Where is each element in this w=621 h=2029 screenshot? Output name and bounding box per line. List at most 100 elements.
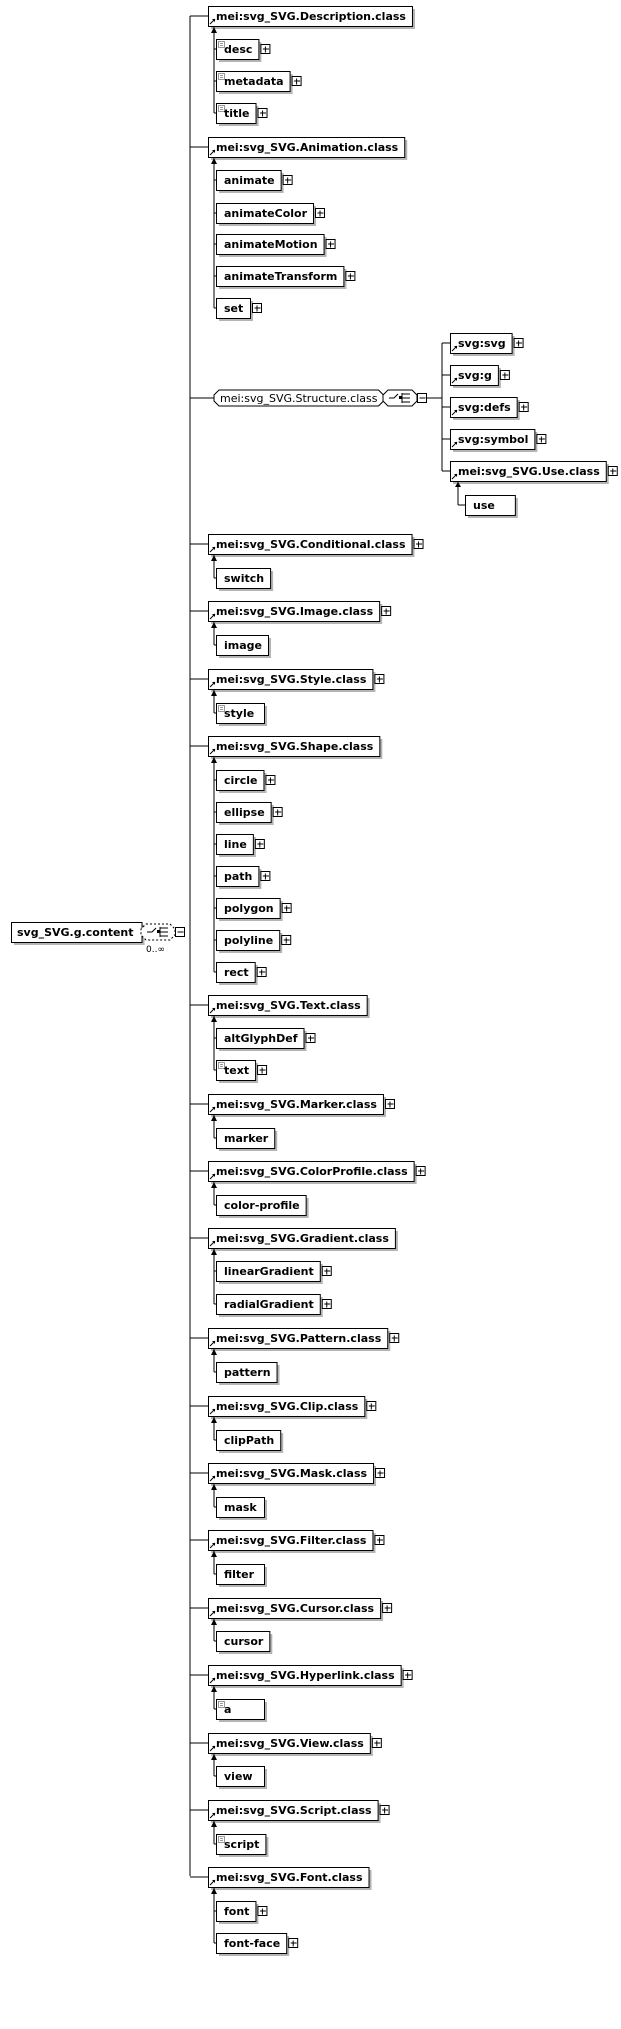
element-use-class-expand-button[interactable] [607, 466, 618, 476]
group-hyperlink-class-expand-button[interactable] [402, 1670, 413, 1680]
group-hyperlink-class[interactable]: mei:svg_SVG.Hyperlink.class [208, 1665, 404, 1689]
element-ellipse[interactable]: ellipse [216, 802, 274, 826]
element-polyline-expand-button[interactable] [281, 935, 292, 945]
element-circle[interactable]: circle [216, 770, 267, 794]
element-animatemotion[interactable]: animateMotion [216, 234, 327, 258]
group-animation-class[interactable]: mei:svg_SVG.Animation.class [208, 137, 408, 161]
element-rect-expand-button[interactable] [256, 967, 267, 977]
group-image-class-expand-button[interactable] [381, 606, 392, 616]
element-marker[interactable]: marker [216, 1128, 278, 1152]
element-svg-svg-expand-button[interactable] [513, 338, 524, 348]
element-text[interactable]: text [216, 1060, 259, 1084]
element-radialgradient[interactable]: radialGradient [216, 1294, 323, 1318]
structure-choice-collapse-button[interactable] [417, 393, 427, 403]
group-script-class-expand-button[interactable] [379, 1805, 390, 1815]
group-pattern-class[interactable]: mei:svg_SVG.Pattern.class [208, 1328, 391, 1352]
element-style[interactable]: style [216, 703, 268, 727]
element-cursor[interactable]: cursor [216, 1631, 273, 1655]
element-animate[interactable]: animate [216, 170, 284, 194]
element-svg-g[interactable]: svg:g [450, 365, 501, 389]
group-style-class-expand-button[interactable] [374, 674, 385, 684]
element-font-face[interactable]: font-face [216, 1933, 290, 1957]
element-image[interactable]: image [216, 635, 272, 659]
element-metadata-expand-button[interactable] [291, 76, 302, 86]
element-font[interactable]: font [216, 1901, 259, 1925]
element-set-expand-button[interactable] [252, 303, 262, 313]
group-marker-class[interactable]: mei:svg_SVG.Marker.class [208, 1094, 386, 1118]
element-polyline[interactable]: polyline [216, 930, 283, 954]
group-pattern-class-expand-button[interactable] [389, 1333, 400, 1343]
element-svg-symbol[interactable]: svg:symbol [450, 429, 538, 453]
element-clippath[interactable]: clipPath [216, 1430, 284, 1454]
element-metadata[interactable]: metadata [216, 71, 293, 95]
group-view-class-expand-button[interactable] [371, 1738, 382, 1748]
group-cursor-class[interactable]: mei:svg_SVG.Cursor.class [208, 1598, 384, 1622]
element-path-expand-button[interactable] [260, 871, 271, 881]
element-text-expand-button[interactable] [257, 1065, 268, 1075]
group-image-class[interactable]: mei:svg_SVG.Image.class [208, 601, 383, 625]
element-animatetransform-expand-button[interactable] [345, 271, 356, 281]
group-gradient-class[interactable]: mei:svg_SVG.Gradient.class [208, 1228, 398, 1252]
element-a[interactable]: a [216, 1699, 268, 1723]
element-view[interactable]: view [216, 1766, 268, 1790]
group-mask-class-expand-button[interactable] [375, 1468, 386, 1478]
group-colorprofile-class[interactable]: mei:svg_SVG.ColorProfile.class [208, 1161, 417, 1185]
element-desc-expand-button[interactable] [260, 44, 271, 54]
element-font-expand-button[interactable] [257, 1906, 268, 1916]
element-radialgradient-expand-button[interactable] [321, 1299, 332, 1309]
element-switch[interactable]: switch [216, 568, 274, 592]
element-animatetransform[interactable]: animateTransform [216, 266, 347, 290]
root-element[interactable]: svg_SVG.g.content [11, 922, 145, 946]
element-animate-expand-button[interactable] [282, 175, 293, 185]
group-font-class[interactable]: mei:svg_SVG.Font.class [208, 1867, 372, 1891]
element-desc[interactable]: desc [216, 39, 262, 63]
element-color-profile[interactable]: color-profile [216, 1195, 309, 1219]
group-marker-class-expand-button[interactable] [384, 1099, 395, 1109]
group-filter-class-expand-button[interactable] [374, 1535, 385, 1545]
element-font-face-expand-button[interactable] [288, 1938, 299, 1948]
element-use-class[interactable]: mei:svg_SVG.Use.class [450, 461, 609, 485]
element-svg-g-expand-button[interactable] [499, 370, 510, 380]
element-path[interactable]: path [216, 866, 262, 890]
element-use[interactable]: use [465, 495, 518, 519]
element-set[interactable]: set [216, 298, 254, 322]
element-ellipse-expand-button[interactable] [272, 807, 283, 817]
group-colorprofile-class-expand-button[interactable] [415, 1166, 426, 1176]
group-cursor-class-expand-button[interactable] [382, 1603, 393, 1613]
element-line[interactable]: line [216, 834, 256, 858]
element-animatecolor-expand-button[interactable] [315, 208, 326, 218]
element-animatemotion-expand-button[interactable] [325, 239, 336, 249]
root-choice-collapse-button[interactable] [175, 927, 185, 937]
element-title[interactable]: title [216, 103, 259, 127]
element-filter[interactable]: filter [216, 1564, 268, 1588]
element-title-expand-button[interactable] [257, 108, 268, 118]
element-line-expand-button[interactable] [254, 839, 265, 849]
group-filter-class[interactable]: mei:svg_SVG.Filter.class [208, 1530, 376, 1554]
element-animatecolor[interactable]: animateColor [216, 203, 317, 227]
group-conditional-class-expand-button[interactable] [413, 539, 424, 549]
group-style-class[interactable]: mei:svg_SVG.Style.class [208, 669, 376, 693]
element-circle-expand-button[interactable] [265, 775, 276, 785]
element-script[interactable]: script [216, 1834, 269, 1858]
group-structure-class[interactable]: mei:svg_SVG.Structure.class [213, 389, 384, 407]
element-lineargradient-expand-button[interactable] [321, 1266, 332, 1276]
element-svg-defs[interactable]: svg:defs [450, 397, 520, 421]
element-svg-svg[interactable]: svg:svg [450, 333, 515, 357]
group-description-class[interactable]: mei:svg_SVG.Description.class [208, 6, 415, 30]
group-shape-class[interactable]: mei:svg_SVG.Shape.class [208, 736, 383, 760]
group-clip-class-expand-button[interactable] [366, 1401, 377, 1411]
element-altglyphdef[interactable]: altGlyphDef [216, 1028, 307, 1052]
element-mask[interactable]: mask [216, 1497, 268, 1521]
element-svg-symbol-expand-button[interactable] [536, 434, 547, 444]
group-clip-class[interactable]: mei:svg_SVG.Clip.class [208, 1396, 368, 1420]
element-pattern[interactable]: pattern [216, 1362, 280, 1386]
group-mask-class[interactable]: mei:svg_SVG.Mask.class [208, 1463, 377, 1487]
element-svg-defs-expand-button[interactable] [518, 402, 529, 412]
element-rect[interactable]: rect [216, 962, 258, 986]
element-polygon-expand-button[interactable] [281, 903, 292, 913]
group-view-class[interactable]: mei:svg_SVG.View.class [208, 1733, 373, 1757]
element-lineargradient[interactable]: linearGradient [216, 1261, 323, 1285]
group-text-class[interactable]: mei:svg_SVG.Text.class [208, 995, 370, 1019]
group-script-class[interactable]: mei:svg_SVG.Script.class [208, 1800, 381, 1824]
element-altglyphdef-expand-button[interactable] [305, 1033, 316, 1043]
